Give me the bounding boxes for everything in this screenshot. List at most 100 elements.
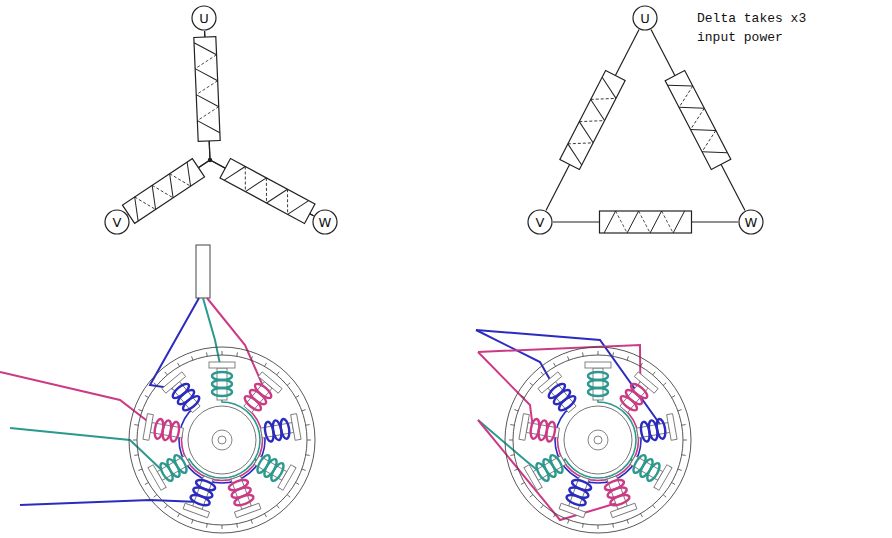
terminal-label: W <box>745 216 758 229</box>
magnet-tick <box>287 495 290 498</box>
coil-winding <box>158 461 175 482</box>
coil-turn-back <box>579 111 604 132</box>
magnet-tick <box>672 396 675 398</box>
magnet-tick <box>554 514 556 517</box>
magnet-tick <box>598 351 599 355</box>
coil-turn-back <box>685 108 710 129</box>
coil-winding <box>529 418 540 439</box>
stator-tooth <box>183 473 220 518</box>
stator-tooth <box>162 372 206 418</box>
motor-drawing <box>0 298 315 533</box>
terminal-ring <box>105 210 129 234</box>
stator-tooth <box>143 414 185 446</box>
magnet-tick <box>265 363 267 366</box>
magnet-tick <box>165 372 168 375</box>
tooth-tip <box>209 362 235 368</box>
coil-turn <box>197 120 220 134</box>
tooth-tip <box>278 465 296 491</box>
terminal-circle: V <box>527 209 553 235</box>
magnet-tick <box>306 454 310 456</box>
magnet-tick <box>222 525 223 529</box>
coil-turn-back <box>616 211 628 233</box>
magnet-tick <box>154 383 157 386</box>
terminal-circle: V <box>104 209 130 235</box>
coil-turn-back <box>152 180 173 204</box>
magnet-tick <box>307 440 311 441</box>
stator-tooth <box>223 473 260 518</box>
coil-turn <box>596 77 621 98</box>
coil-link <box>555 432 613 481</box>
stator-hub <box>188 406 256 474</box>
coil-winding <box>588 372 608 380</box>
coil-turn-back <box>639 211 651 233</box>
coil-link <box>184 459 260 478</box>
tooth-tip <box>519 414 529 441</box>
magnet-tick <box>192 520 193 524</box>
magnet-tick <box>206 352 208 356</box>
magnet-tick <box>514 469 518 470</box>
tooth-tip <box>148 465 166 491</box>
magnet-tick <box>672 483 675 485</box>
magnet-tick <box>653 372 656 375</box>
coil-body <box>665 71 731 170</box>
coil-turn <box>574 122 599 143</box>
stator-tooth <box>209 362 235 400</box>
coil-winding <box>153 418 164 439</box>
motor-drawing <box>476 330 691 533</box>
coil-symbol <box>665 71 731 170</box>
coil-turn <box>178 162 199 186</box>
shaft-outer <box>588 430 608 450</box>
magnet-tick <box>222 351 223 355</box>
tooth-tip <box>258 372 282 393</box>
coil-winding <box>212 372 232 380</box>
coil-turn <box>702 142 727 163</box>
wire-group <box>476 330 663 520</box>
magnet-tick <box>154 495 157 498</box>
tooth-tip <box>634 372 658 393</box>
stator-tooth <box>238 372 282 418</box>
magnet-tick <box>265 514 267 517</box>
coil-turn <box>196 94 219 108</box>
coil-body <box>600 211 692 233</box>
magnet-tick <box>530 495 533 498</box>
coil-body <box>220 159 315 224</box>
magnet-tick <box>178 363 180 366</box>
coil-turn <box>585 99 610 120</box>
magnet-tick <box>682 424 686 426</box>
tooth-tip <box>538 372 562 393</box>
coil-symbol <box>220 159 315 224</box>
note-text: Delta takes x3 input power <box>697 9 815 47</box>
magnet-tick <box>302 469 306 470</box>
stator-tooth <box>614 372 658 418</box>
magnet-tick <box>138 469 142 470</box>
coil-turn-back <box>591 88 616 109</box>
magnet-tick <box>296 396 299 398</box>
shaft-inner <box>594 436 602 444</box>
magnet-tick <box>296 483 299 485</box>
wire-connector <box>546 30 639 211</box>
coil-winding <box>588 388 608 396</box>
coil-turn-back <box>568 133 593 154</box>
coil-body <box>194 37 220 142</box>
coil-symbol <box>560 71 625 170</box>
coil-winding <box>212 380 232 388</box>
stator-tooth <box>250 449 296 491</box>
coil-winding <box>547 381 567 400</box>
terminal-ring <box>528 210 552 234</box>
shaft-outer <box>212 430 232 450</box>
coil-turn <box>691 119 716 140</box>
magnet-tick <box>641 363 643 366</box>
magnet-tick <box>663 495 666 498</box>
magnet-tick <box>541 372 544 375</box>
terminal-ring <box>739 210 763 234</box>
magnet-tick <box>641 514 643 517</box>
coil-winding <box>588 380 608 388</box>
terminal-circle: W <box>312 209 338 235</box>
coil-winding <box>212 388 232 396</box>
stator-tooth <box>259 414 301 446</box>
tooth-tip <box>524 465 542 491</box>
stator-tooth <box>519 414 561 446</box>
